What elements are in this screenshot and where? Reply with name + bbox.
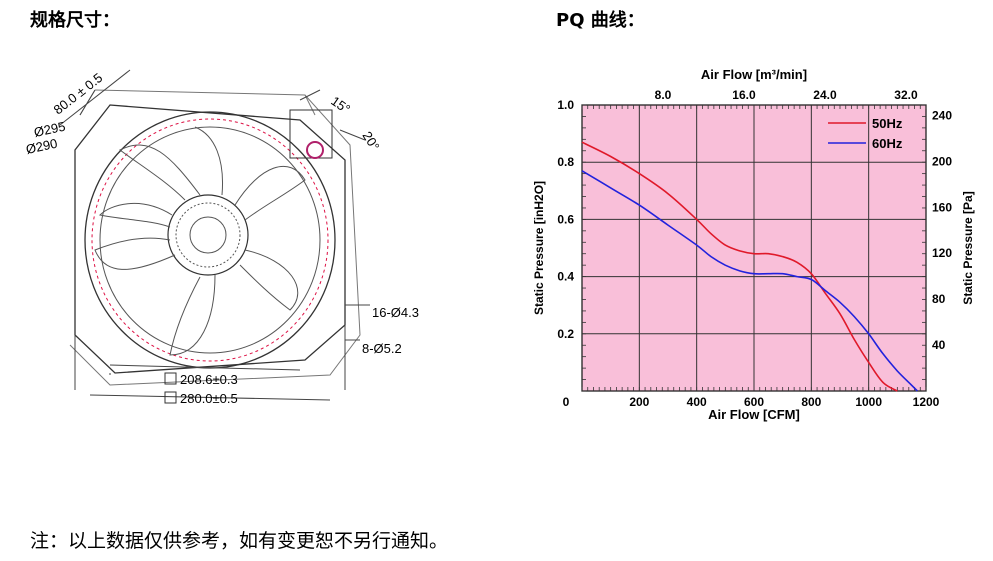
right-tick-label: 160 <box>932 200 952 214</box>
y-tick-label: 0.2 <box>557 327 574 341</box>
inner-diameter-dim: Ø290 <box>25 136 59 157</box>
x-tick-label: 0 <box>563 395 570 409</box>
top-tick-label: 16.0 <box>732 88 756 102</box>
square-208-dim: 208.6±0.3 <box>180 372 238 387</box>
axes: 0 200 400 600 800 1000 1200 0.2 0.4 0.6 0.8 1.0 8.0 1… <box>557 88 952 409</box>
x-axis-label-top: Air Flow [m³/min] <box>701 67 807 82</box>
x-tick-label: 600 <box>744 395 764 409</box>
top-tick-label: 32.0 <box>894 88 918 102</box>
y-tick-label: 1.0 <box>557 98 574 112</box>
outer-diameter-dim: Ø295 <box>33 119 67 140</box>
top-tick-label: 24.0 <box>813 88 837 102</box>
right-tick-label: 240 <box>932 108 952 122</box>
angle-20-dim: 20° <box>359 129 382 154</box>
legend-label: 60Hz <box>872 136 903 151</box>
right-tick-label: 200 <box>932 154 952 168</box>
series-line-60hz <box>581 170 918 392</box>
pq-curve-heading: PQ 曲线： <box>556 10 645 31</box>
holes-8-dim: 8-Ø5.2 <box>362 341 402 356</box>
x-tick-label: 800 <box>801 395 821 409</box>
right-tick-label: 80 <box>932 292 946 306</box>
y-axis-label-right: Static Pressure [Pa] <box>961 191 975 304</box>
y-tick-label: 0.8 <box>557 155 574 169</box>
y-tick-label: 0.4 <box>557 270 574 284</box>
top-tick-label: 8.0 <box>655 88 672 102</box>
grid <box>581 104 927 392</box>
pq-chart: 0 200 400 600 800 1000 1200 0.2 0.4 0.6 0.8 1.0 8.0 1… <box>532 67 975 422</box>
x-axis-label-bottom: Air Flow [CFM] <box>708 407 800 422</box>
fan-dimension-drawing: 80.0 ± 0.5 Ø295 Ø290 15° 20° 16-Ø4.3 8-Ø… <box>25 69 419 406</box>
series-layer <box>581 141 918 392</box>
series-line-50hz <box>581 141 898 392</box>
square-280-dim: 280.0±0.5 <box>180 391 238 406</box>
x-tick-label: 1200 <box>913 395 940 409</box>
disclaimer-note: 注：以上数据仅供参考，如有变更恕不另行通知。 <box>30 530 449 552</box>
holes-16-dim: 16-Ø4.3 <box>372 305 419 320</box>
spec-dimensions-heading: 规格尺寸： <box>30 10 120 31</box>
right-tick-label: 40 <box>932 338 946 352</box>
legend: 50Hz 60Hz <box>828 116 903 151</box>
x-tick-label: 400 <box>687 395 707 409</box>
x-tick-label: 200 <box>629 395 649 409</box>
x-tick-label: 1000 <box>855 395 882 409</box>
y-tick-label: 0.6 <box>557 212 574 226</box>
right-tick-label: 120 <box>932 246 952 260</box>
legend-label: 50Hz <box>872 116 903 131</box>
y-axis-label-left: Static Pressure [inH2O] <box>532 181 546 315</box>
